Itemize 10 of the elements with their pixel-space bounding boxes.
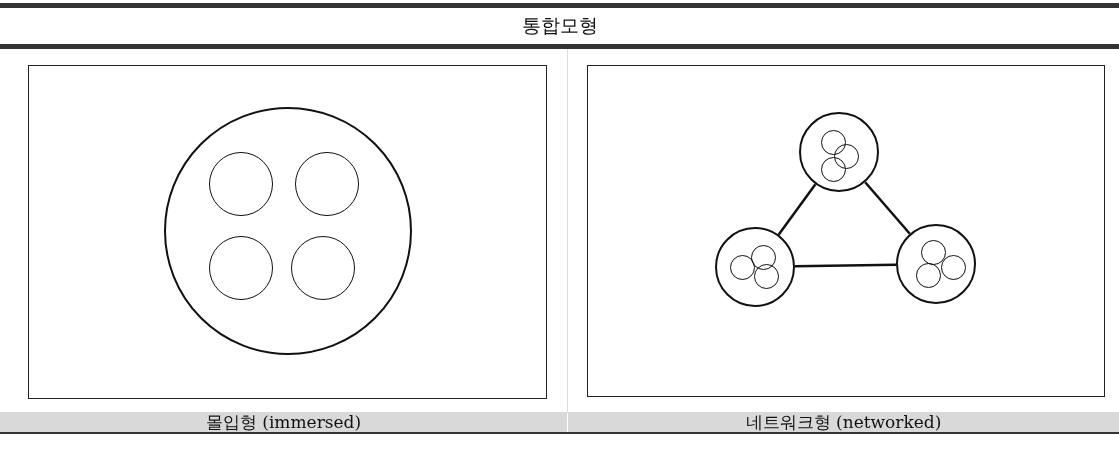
caption-cell: 네트워크형 (networked) bbox=[568, 412, 1119, 432]
circle bbox=[164, 107, 412, 355]
connector-line bbox=[794, 263, 897, 268]
circle bbox=[799, 112, 879, 192]
circle bbox=[715, 227, 795, 307]
caption-cell: 몰입형 (immersed) bbox=[0, 412, 567, 432]
connector-line bbox=[864, 181, 911, 235]
header-text: 통합모형 bbox=[520, 14, 599, 36]
connector-line bbox=[777, 183, 817, 236]
circle bbox=[896, 224, 976, 304]
